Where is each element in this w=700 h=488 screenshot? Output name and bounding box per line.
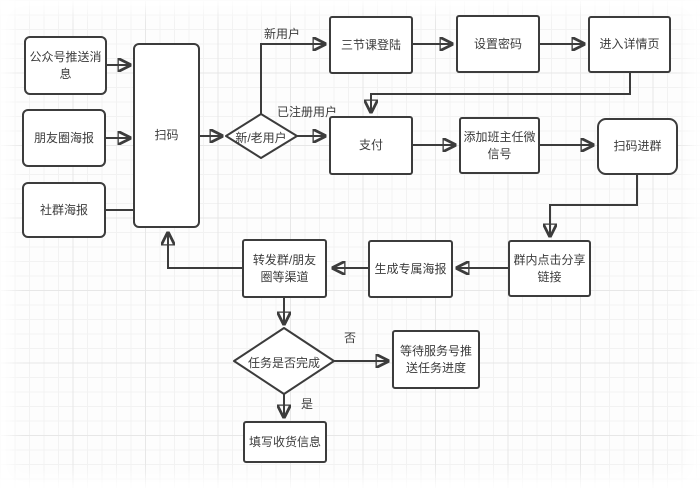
node-generate-exclusive-poster-label: 生成专属海报: [374, 261, 447, 276]
edge-label-registered-user: 已注册用户: [277, 105, 338, 119]
node-official-account-push: 公众号推送消 息: [24, 36, 107, 95]
node-scan-code: 扫码: [133, 43, 200, 228]
node-click-share-link-in-group-label: 群内点击分享 链接: [513, 252, 586, 284]
edge-label-yes: 是: [301, 397, 314, 411]
node-sanjieke-login: 三节课登陆: [329, 16, 413, 74]
node-scan-to-join-group: 扫码进群: [597, 118, 678, 175]
node-set-password-label: 设置密码: [473, 36, 522, 51]
node-forward-to-channels: 转发群/朋友 圈等渠道: [242, 239, 327, 298]
node-wait-service-account-progress: 等待服务号推 送任务进度: [392, 330, 480, 389]
node-scan-to-join-group-label: 扫码进群: [613, 139, 662, 153]
decision-task-completed-shape: [233, 327, 335, 395]
edge-forward-to-scan: [168, 233, 242, 269]
decision-new-or-old-user-shape: [225, 113, 298, 159]
node-enter-detail-page: 进入详情页: [588, 16, 671, 73]
decision-new-or-old-user-label: 新/老用户: [235, 131, 287, 145]
node-official-account-push-label: 公众号推送消 息: [29, 49, 102, 81]
edge-label-new-user: 新用户: [264, 27, 301, 41]
node-sanjieke-login-label: 三节课登陆: [340, 37, 401, 52]
node-moments-poster-label: 朋友圈海报: [33, 130, 94, 145]
node-scan-code-label: 扫码: [154, 128, 179, 142]
decision-task-completed-label: 任务是否完成: [247, 356, 320, 370]
node-moments-poster: 朋友圈海报: [22, 109, 106, 167]
node-generate-exclusive-poster: 生成专属海报: [368, 240, 453, 298]
node-fill-shipping-info: 填写收货信息: [243, 421, 327, 463]
node-wait-service-account-progress-label: 等待服务号推 送任务进度: [399, 343, 472, 375]
node-payment-label: 支付: [358, 138, 383, 152]
node-add-teacher-wechat-label: 添加班主任微 信号: [463, 129, 536, 161]
node-add-teacher-wechat: 添加班主任微 信号: [459, 117, 540, 174]
node-set-password: 设置密码: [456, 15, 540, 73]
node-community-poster-label: 社群海报: [39, 202, 88, 217]
node-payment: 支付: [329, 116, 413, 175]
edge-detail-to-payment: [371, 73, 631, 112]
node-forward-to-channels-label: 转发群/朋友 圈等渠道: [252, 252, 317, 284]
node-community-poster: 社群海报: [22, 182, 106, 238]
node-fill-shipping-info-label: 填写收货信息: [248, 434, 321, 449]
edge-label-no: 否: [344, 331, 357, 345]
edge-new-user-branch: [260, 44, 325, 114]
node-click-share-link-in-group: 群内点击分享 链接: [508, 240, 591, 297]
edge-join-group-to-share-link: [550, 175, 638, 236]
node-enter-detail-page-label: 进入详情页: [599, 37, 660, 51]
